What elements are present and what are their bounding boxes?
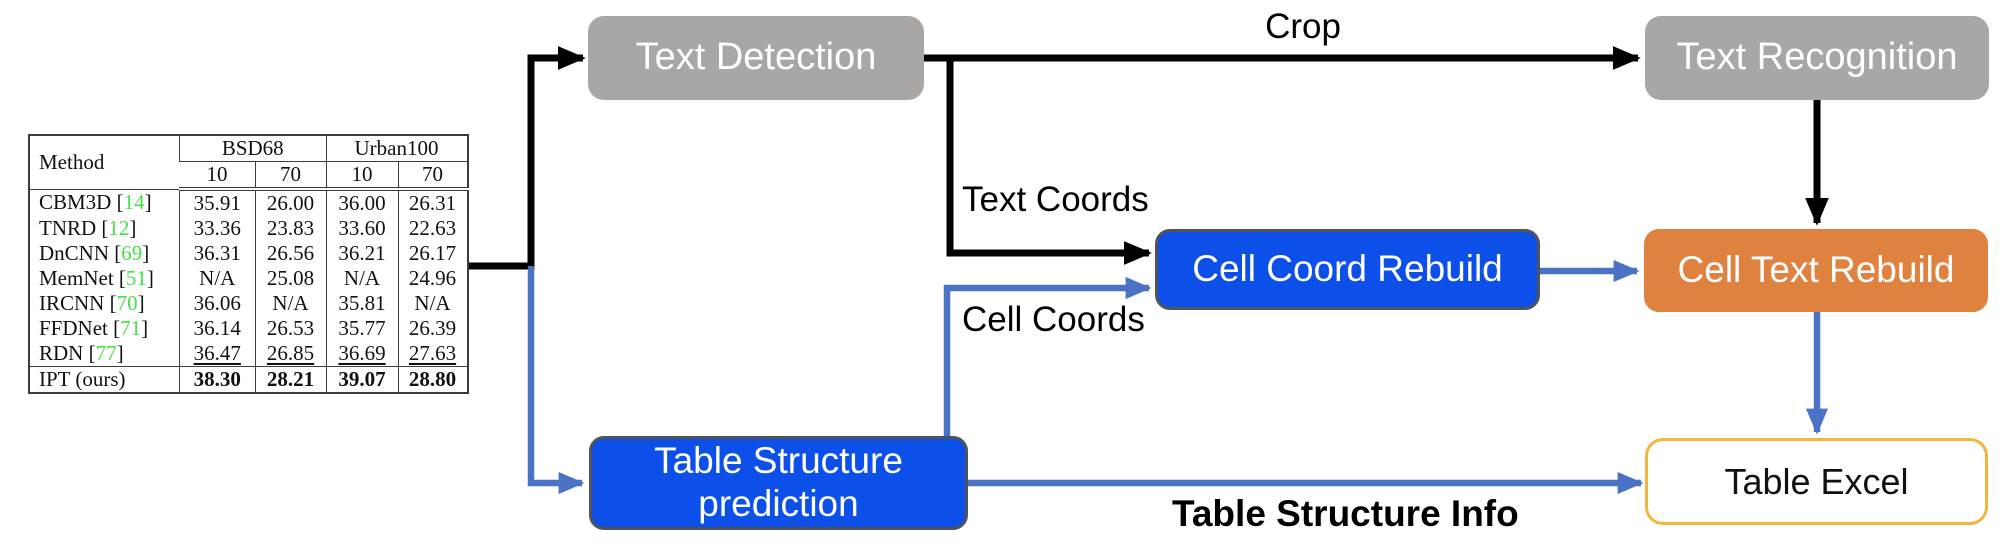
value-cell: 38.30 [179,366,255,393]
value-cell: 23.83 [254,216,326,241]
value-cell: 36.31 [179,241,255,266]
arrow-table-to-structure-prediction [527,266,585,495]
value-cell: N/A [254,291,326,316]
edge-label-crop: Crop [1265,7,1341,46]
arrow-cell-coords [943,276,1152,483]
citation-number: 77 [95,341,117,365]
method-cell: MemNet [51] [39,266,154,290]
sub-header: 10 [325,161,398,191]
value-cell: 24.96 [397,266,468,291]
value-cell: 27.63 [397,341,468,367]
value-cell: 36.14 [179,316,255,341]
node-cell-text-rebuild: Cell Text Rebuild [1644,229,1988,312]
method-cell: IRCNN [70] [39,291,145,315]
citation-number: 14 [123,190,145,215]
value-cell: 36.00 [325,189,398,216]
value-cell: 33.36 [179,216,255,241]
value-cell: 36.06 [179,291,255,316]
value-cell: N/A [325,266,398,291]
arrow-text-coords [946,58,1152,265]
sub-header: 70 [397,161,468,191]
value-cell: 22.63 [397,216,468,241]
citation-number: 69 [121,241,143,265]
edge-label-text-coords: Text Coords [962,180,1149,219]
value-cell: N/A [397,291,468,316]
method-cell: DnCNN [69] [39,241,150,265]
method-cell: IPT (ours) [29,366,180,393]
value-cell: 26.31 [397,189,468,216]
method-cell: RDN [77] [39,341,124,365]
citation-number: 70 [116,291,138,315]
value-cell: 36.47 [179,341,255,367]
edge-label-table-structure-info: Table Structure Info [1172,493,1519,534]
value-cell: 35.91 [179,189,255,216]
value-cell: 28.21 [254,366,326,393]
citation-number: 51 [125,266,147,290]
value-cell: 25.08 [254,266,326,291]
value-cell: 28.80 [397,366,468,393]
value-cell: N/A [179,266,255,291]
sub-header: 10 [179,161,255,191]
node-table-structure-prediction: Table Structure prediction [589,436,968,530]
value-cell: 35.81 [325,291,398,316]
value-cell: 36.69 [325,341,398,367]
group-header-bsd68: BSD68 [179,135,326,162]
node-cell-coord-rebuild: Cell Coord Rebuild [1155,229,1540,310]
results-table: Method BSD68 Urban100 10 70 10 70 CBM3D … [28,134,469,394]
value-cell: 26.85 [254,341,326,367]
value-cell: 36.21 [325,241,398,266]
node-text-recognition: Text Recognition [1645,16,1989,100]
method-cell: FFDNet [71] [39,316,149,340]
value-cell: 35.77 [325,316,398,341]
citation-number: 12 [108,216,130,240]
method-cell: CBM3D [14] [39,190,152,215]
sub-header: 70 [254,161,326,191]
value-cell: 26.53 [254,316,326,341]
value-cell: 26.39 [397,316,468,341]
group-header-urban100: Urban100 [325,135,468,162]
edge-label-cell-coords: Cell Coords [962,300,1145,339]
value-cell: 33.60 [325,216,398,241]
value-cell: 26.56 [254,241,326,266]
citation-number: 71 [120,316,142,340]
arrow-table-to-text-detection [467,46,586,270]
value-cell: 26.00 [254,189,326,216]
method-cell: TNRD [12] [39,216,137,240]
node-table-excel: Table Excel [1645,438,1988,525]
method-header: Method [29,135,180,190]
value-cell: 39.07 [325,366,398,393]
node-text-detection: Text Detection [588,16,924,100]
value-cell: 26.17 [397,241,468,266]
